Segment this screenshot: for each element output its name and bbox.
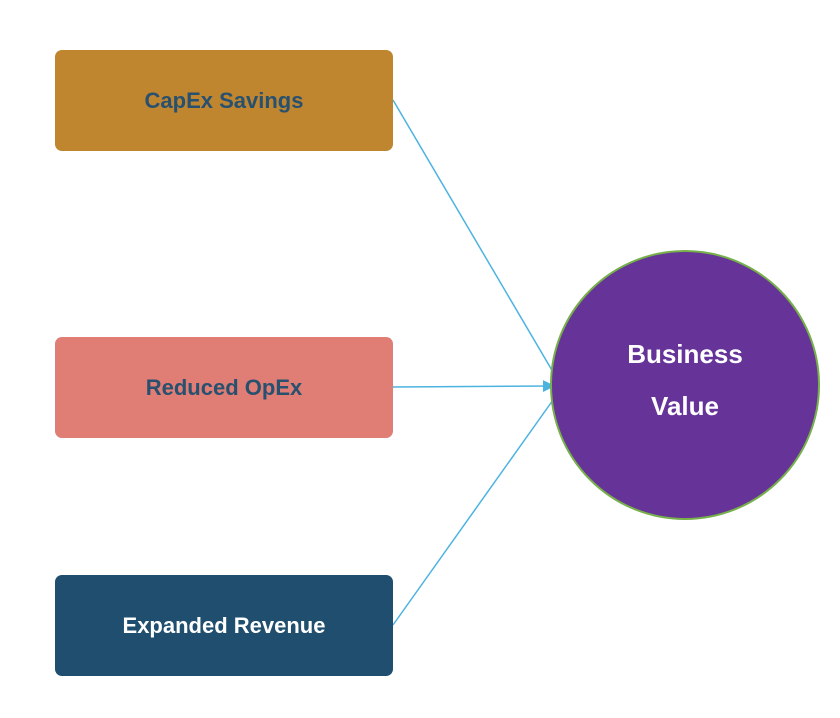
business-value-label-line1: Business (627, 339, 743, 369)
edge-capex-to-business-value (392, 99, 554, 373)
edge-revenue-to-business-value (392, 399, 554, 626)
edge-opex-to-business-value (392, 380, 555, 393)
capex-savings-box: CapEx Savings (55, 50, 393, 151)
expanded-revenue-box: Expanded Revenue (55, 575, 393, 676)
capex-savings-label: CapEx Savings (144, 87, 304, 113)
expanded-revenue-label: Expanded Revenue (122, 612, 326, 638)
business-value-circle: Business Value (550, 250, 820, 520)
reduced-opex-label: Reduced OpEx (145, 374, 303, 400)
reduced-opex-box: Reduced OpEx (55, 337, 393, 438)
business-value-label-line2: Value (651, 391, 719, 421)
